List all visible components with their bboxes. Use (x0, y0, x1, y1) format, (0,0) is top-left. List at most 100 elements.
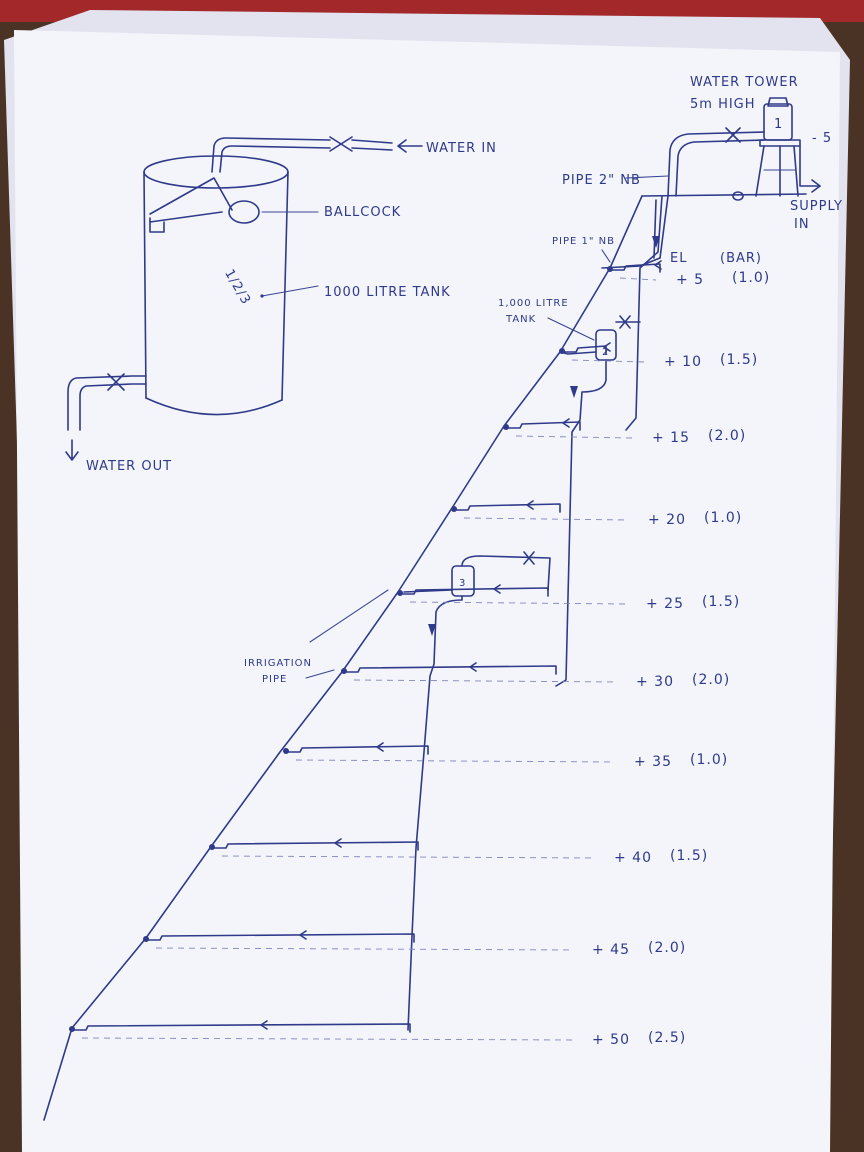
level-pressure-label: (1.0) (732, 270, 770, 286)
flow-arrow-icon (469, 662, 477, 672)
tank-3-valve-icon (523, 551, 535, 565)
outlet-node (397, 590, 403, 596)
main-pipe-leader (625, 175, 669, 179)
supply-arrow-icon (811, 179, 821, 193)
ground-line (515, 435, 633, 439)
level-elevation-label: + 35 (634, 754, 672, 770)
level-pressure-label: (2.0) (692, 672, 730, 688)
tank-3-number: 3 (459, 578, 466, 589)
level-elevation-label: + 10 (664, 354, 702, 370)
irrigation-pipe (211, 841, 419, 851)
water-in-label: WATER IN (426, 141, 497, 156)
irrigation-pipe (343, 665, 557, 675)
level-elevation-label: + 45 (592, 942, 630, 958)
level-elevation-label: + 25 (646, 596, 684, 612)
flow-arrow-icon (376, 742, 384, 752)
water-tower-drawing (641, 97, 821, 201)
mid-tank-label-line2: TANK (505, 314, 536, 325)
irrigation-label-line1: IRRIGATION (244, 658, 312, 669)
flow-arrow-icon (493, 584, 501, 594)
level-pressure-label: (2.0) (708, 428, 746, 444)
tower-tank-number: 1 (774, 117, 783, 132)
ground-line (295, 759, 615, 763)
level-pressure-label: (2.0) (648, 940, 686, 956)
irrigation-leader-2 (305, 669, 335, 679)
level-pressure-label: (1.5) (670, 848, 708, 864)
supply-label-line1: SUPPLY (790, 199, 843, 214)
legend-bar: (BAR) (720, 251, 762, 266)
outlet-valve-icon (107, 373, 125, 391)
mid-tank-label-line1: 1,000 LITRE (498, 298, 569, 309)
outlet-node (559, 348, 565, 354)
ground-line (221, 855, 595, 859)
tower-elevation-label: - 5 (812, 131, 832, 146)
outlet-node (341, 668, 347, 674)
ground-line (81, 1037, 573, 1041)
outlet-node (209, 844, 215, 850)
level-pressure-label: (1.5) (702, 594, 740, 610)
water-tower-title: WATER TOWER (690, 75, 799, 90)
water-out-arrow-icon (65, 439, 79, 461)
irrigation-pipe (399, 587, 549, 597)
level-elevation-label: + 15 (652, 430, 690, 446)
ground-line (409, 601, 627, 605)
detail-tank-drawing (65, 136, 423, 461)
flow-arrow-icon (654, 260, 662, 270)
flow-arrow-icon (526, 500, 534, 510)
tank-2-valve-icon (619, 315, 631, 329)
supply-label-line2: IN (794, 217, 810, 232)
flow-arrow-3-icon (428, 624, 436, 636)
irrigation-pipe (453, 503, 561, 513)
irrigation-label-line2: PIPE (262, 674, 287, 685)
irrigation-pipe (145, 933, 415, 943)
flow-arrow-icon (603, 342, 611, 352)
irrigation-pipe (609, 263, 661, 273)
flow-arrow-1-icon (652, 236, 660, 248)
level-elevation-label: + 40 (614, 850, 652, 866)
level-pressure-label: (1.5) (720, 352, 758, 368)
ballcock-label: BALLCOCK (324, 205, 401, 220)
tower-fitting-icon (732, 191, 744, 201)
level-elevation-label: + 5 (676, 272, 704, 288)
ground-line (463, 517, 629, 521)
level-pressure-label: (1.0) (690, 752, 728, 768)
irrigation-pipe (285, 745, 429, 755)
level-pressure-label: (2.5) (648, 1030, 686, 1046)
outlet-node (451, 506, 457, 512)
legend-el: EL (670, 251, 687, 266)
ballcock-float-icon (228, 200, 260, 224)
level-elevation-label: + 20 (648, 512, 686, 528)
water-tower-height: 5m HIGH (690, 97, 756, 112)
level-pressure-label: (1.0) (704, 510, 742, 526)
level-elevation-label: + 50 (592, 1032, 630, 1048)
flow-arrow-icon (334, 838, 342, 848)
ground-line (155, 947, 573, 951)
flow-arrow-icon (562, 418, 570, 428)
water-in-arrow-icon (397, 139, 423, 153)
outlet-node (143, 936, 149, 942)
detail-tank-label: 1000 LITRE TANK (324, 285, 451, 300)
irrigation-pipe (71, 1023, 411, 1033)
main-pipe-label: PIPE 2" NB (562, 173, 641, 188)
mid-tank-leader (547, 317, 595, 341)
tank-3-icon (451, 565, 475, 597)
outlet-node (69, 1026, 75, 1032)
flow-arrow-icon (299, 930, 307, 940)
inlet-valve-icon (329, 136, 353, 152)
flow-arrow-icon (260, 1020, 268, 1030)
irrigation-leader-1 (309, 589, 389, 643)
outlet-node (503, 424, 509, 430)
water-out-label: WATER OUT (86, 459, 172, 474)
pipe-network (43, 195, 669, 1121)
level-elevation-label: + 30 (636, 674, 674, 690)
irrigation-pipe (505, 421, 581, 431)
flow-arrow-2-icon (570, 386, 578, 398)
outlet-node (283, 748, 289, 754)
branch-pipe-leader (601, 249, 611, 263)
branch-pipe-label: PIPE 1" NB (552, 236, 615, 247)
outlet-node (607, 266, 613, 272)
ground-line (571, 359, 645, 363)
tower-valve-icon (725, 127, 741, 143)
level-lines: + 5 (1.0) + 10 (1.5) + 15 (2.0) + 20 (1.0) + 25 (… (69, 260, 770, 1048)
